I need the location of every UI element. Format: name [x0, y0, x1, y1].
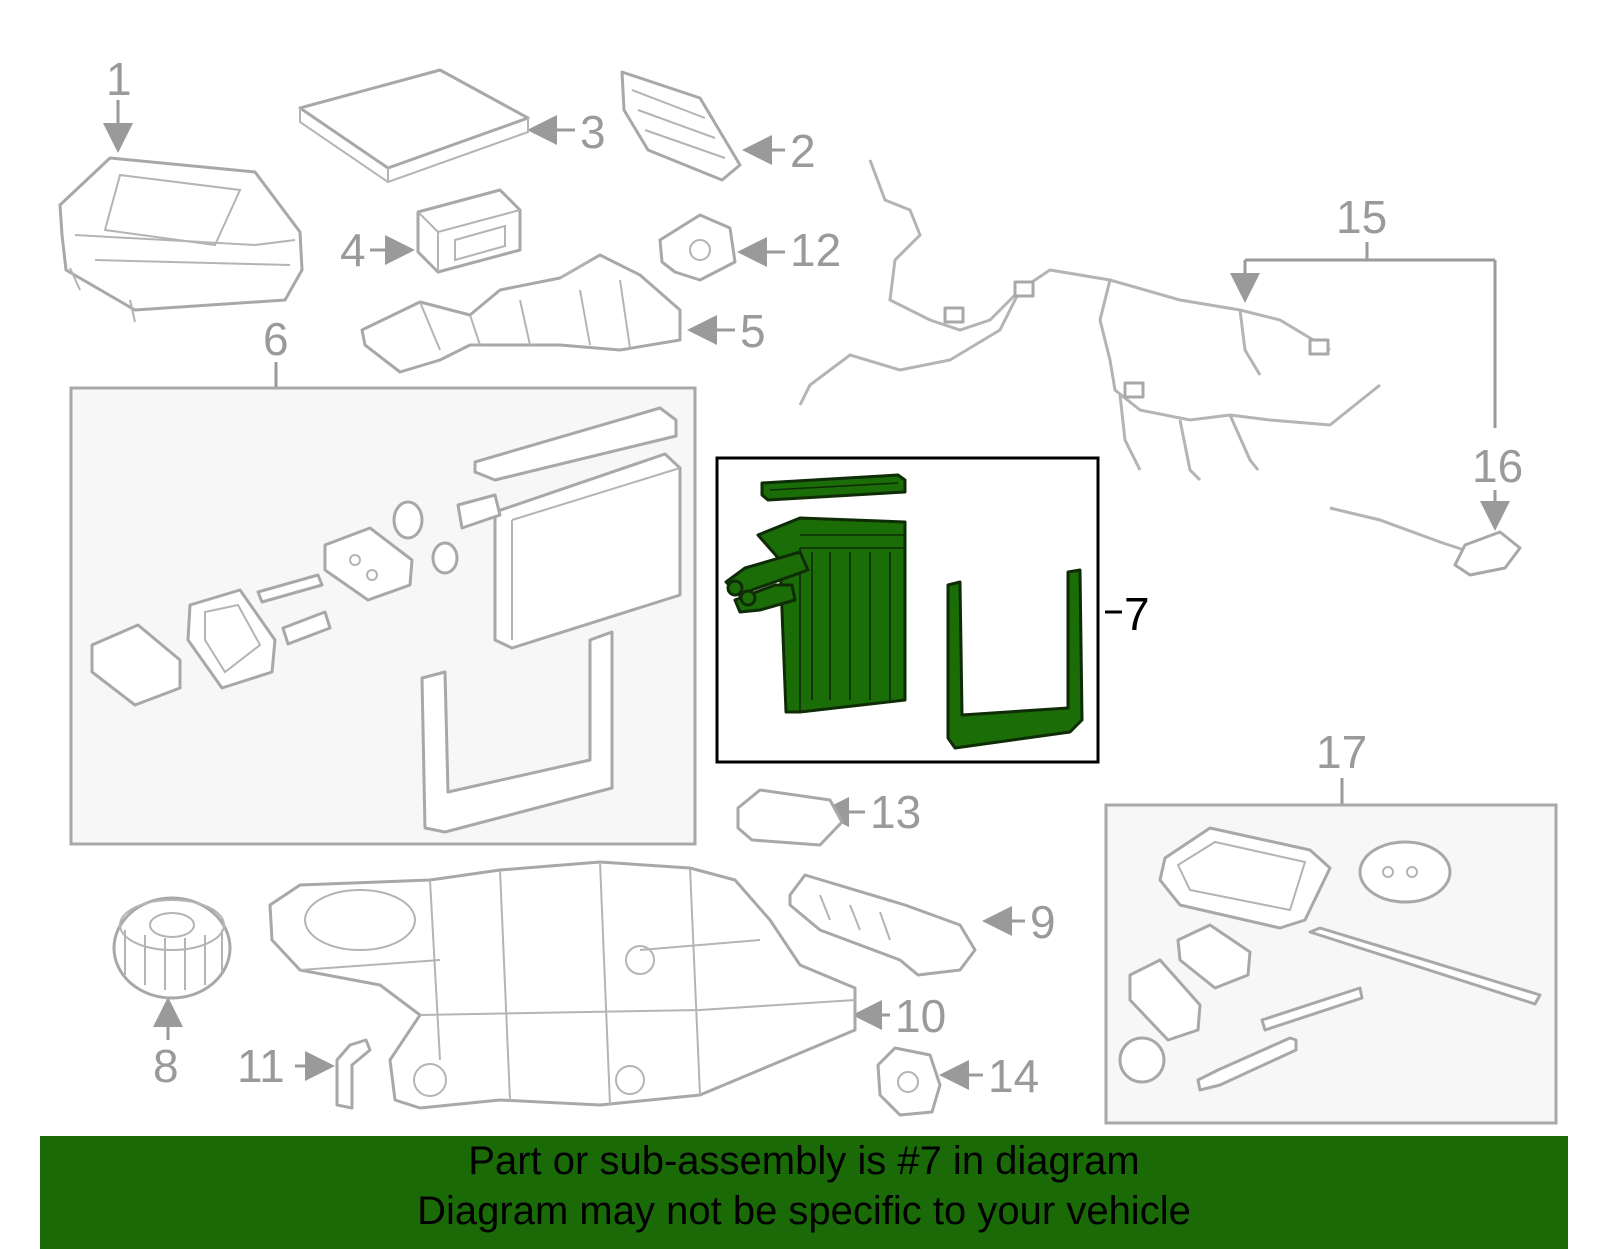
part-6-evaporator-kit[interactable]: 6 — [69, 313, 697, 846]
callout-2: 2 — [790, 125, 816, 177]
part-4-control-module[interactable]: 4 — [340, 188, 522, 276]
banner-line-1: Part or sub-assembly is #7 in diagram — [468, 1139, 1140, 1183]
part-13-module[interactable]: 13 — [736, 786, 921, 847]
callout-1: 1 — [106, 53, 132, 105]
callout-7: 7 — [1124, 588, 1150, 640]
part-5-duct[interactable]: 5 — [360, 253, 766, 374]
callout-13: 13 — [870, 786, 921, 838]
part-9-duct[interactable]: 9 — [788, 873, 1056, 977]
banner-line-2: Diagram may not be specific to your vehi… — [417, 1189, 1191, 1233]
callout-10: 10 — [895, 990, 946, 1042]
callout-12: 12 — [790, 224, 841, 276]
part-16-sensor[interactable]: 16 — [1329, 440, 1523, 577]
callout-16: 16 — [1472, 440, 1523, 492]
callout-6: 6 — [263, 313, 289, 365]
part-2-vent-grille[interactable]: 2 — [620, 70, 816, 182]
info-banner: Part or sub-assembly is #7 in diagram Di… — [40, 1136, 1568, 1249]
part-11-hose[interactable]: 11 — [237, 1038, 372, 1110]
part-12-actuator[interactable]: 12 — [658, 213, 841, 282]
callout-11: 11 — [237, 1040, 285, 1092]
part-8-blower-motor[interactable]: 8 — [112, 896, 232, 1092]
part-7-heater-core-kit[interactable]: 7 — [715, 456, 1150, 764]
callout-5: 5 — [740, 305, 766, 357]
part-10-hvac-case[interactable]: 10 — [268, 860, 946, 1110]
part-17-seal-kit[interactable]: 17 — [1104, 726, 1558, 1125]
part-14-actuator[interactable]: 14 — [876, 1046, 1039, 1117]
callout-3: 3 — [580, 106, 606, 158]
part-3-cabin-filter[interactable]: 3 — [298, 68, 606, 184]
callout-15: 15 — [1336, 191, 1387, 243]
callout-14: 14 — [988, 1050, 1039, 1102]
callout-17: 17 — [1316, 726, 1367, 778]
callout-9: 9 — [1030, 896, 1056, 948]
part-15-wiring-harness[interactable]: 15 — [798, 159, 1497, 482]
callout-8: 8 — [153, 1040, 179, 1092]
part-1-blower-module[interactable]: 1 — [58, 53, 304, 323]
callout-4: 4 — [340, 224, 366, 276]
